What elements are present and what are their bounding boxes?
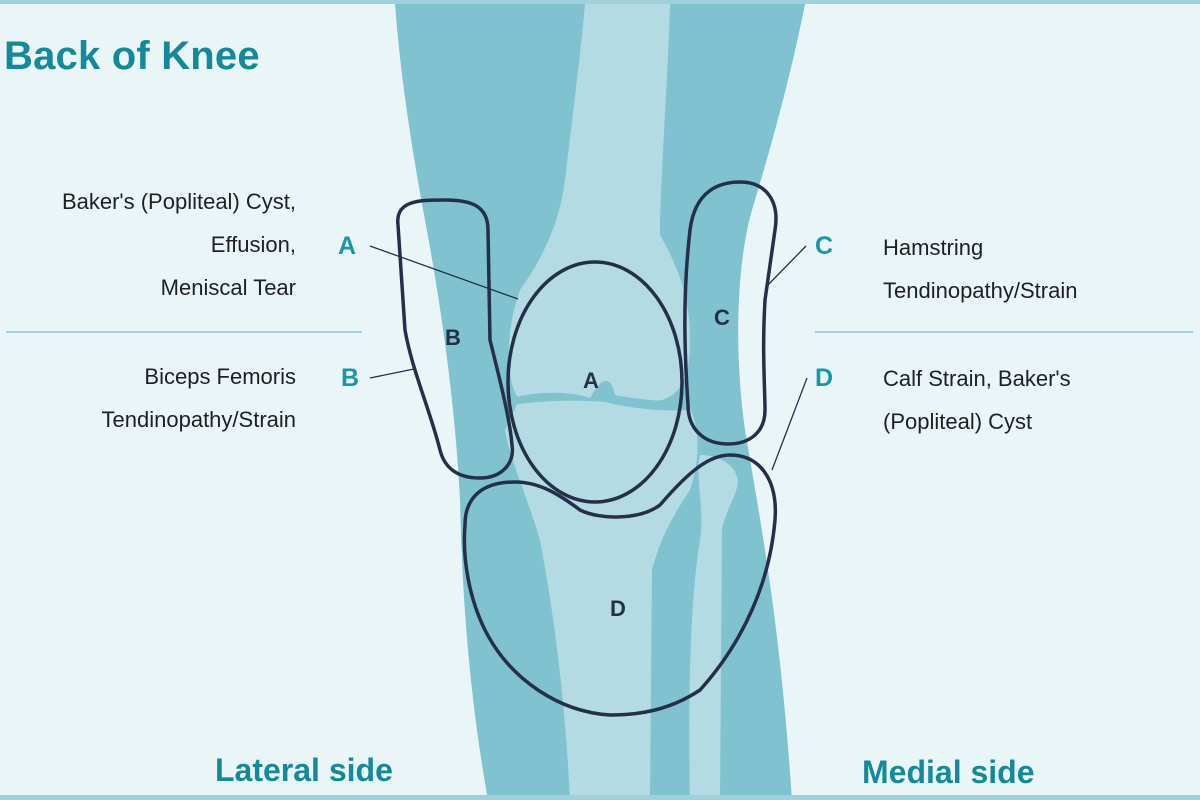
- left-divider: [6, 331, 362, 333]
- zone-label-c: C: [714, 305, 730, 330]
- region-d-description: Calf Strain, Baker's (Popliteal) Cyst: [883, 357, 1183, 443]
- zone-label-a: A: [583, 368, 599, 393]
- fibula-bone: [689, 455, 738, 800]
- leader-line-a: [369, 245, 519, 300]
- region-d-line-1: Calf Strain, Baker's: [883, 366, 1071, 391]
- medial-side-label: Medial side: [862, 754, 1035, 790]
- zone-label-d: D: [610, 596, 626, 621]
- region-a-line-1: Baker's (Popliteal) Cyst,: [61, 189, 296, 214]
- region-b-line-1: Biceps Femoris: [144, 364, 296, 389]
- region-d-line-2: (Popliteal) Cyst: [883, 409, 1033, 434]
- zone-d-outline: [462, 453, 778, 717]
- zone-label-b: B: [445, 325, 461, 350]
- region-c-line-1: Hamstring: [883, 235, 984, 260]
- region-a-description: Baker's (Popliteal) Cyst, Effusion, Meni…: [0, 180, 296, 309]
- region-c-line-2: Tendinopathy/Strain: [883, 278, 1078, 303]
- region-b-letter: B: [341, 364, 360, 392]
- femur-bone: [508, 4, 690, 402]
- joint-line: [512, 380, 690, 411]
- region-b-description: Biceps Femoris Tendinopathy/Strain: [0, 355, 296, 441]
- region-a-letter: A: [338, 232, 357, 260]
- zone-c-outline: [683, 180, 778, 446]
- bottom-border: [0, 795, 1200, 800]
- tibia-bone: [505, 398, 698, 800]
- zone-a-outline: [506, 260, 684, 504]
- region-b-line-2: Tendinopathy/Strain: [101, 407, 296, 432]
- region-d-letter: D: [815, 364, 834, 392]
- leader-line-b: [369, 368, 415, 379]
- lateral-side-label: Lateral side: [215, 752, 393, 788]
- right-divider: [815, 331, 1193, 333]
- region-c-description: Hamstring Tendinopathy/Strain: [883, 226, 1183, 312]
- region-a-line-3: Meniscal Tear: [160, 275, 296, 300]
- region-a-line-2: Effusion,: [210, 232, 296, 257]
- leader-line-d: [771, 377, 808, 471]
- zone-b-outline: [396, 198, 515, 480]
- page-title: Back of Knee: [4, 34, 260, 78]
- leader-line-c: [765, 245, 807, 288]
- top-border: [0, 0, 1200, 4]
- region-c-letter: C: [815, 232, 834, 260]
